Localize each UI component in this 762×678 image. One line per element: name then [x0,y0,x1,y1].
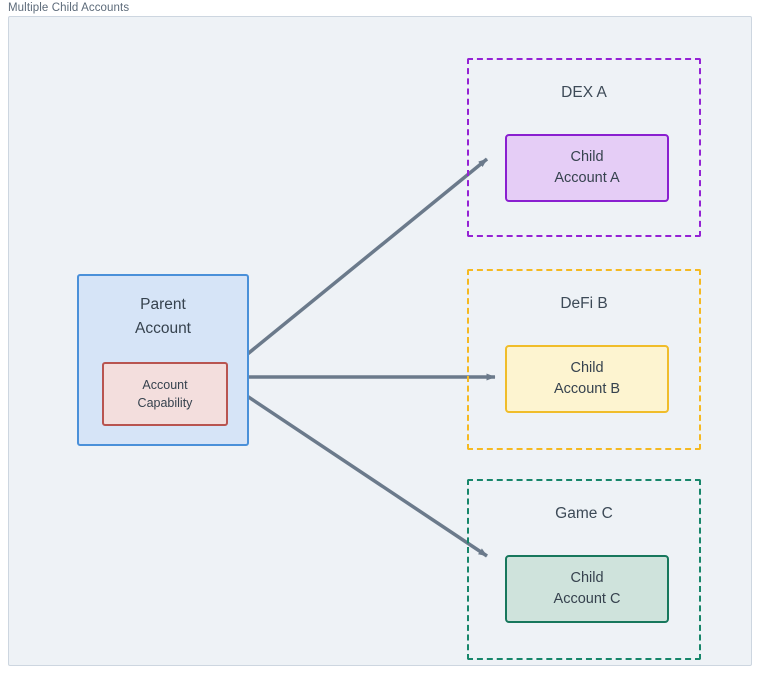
group-dex-a-label: DEX A [561,84,607,101]
parent-account-box[interactable]: Parent Account Account Capability [77,274,249,446]
connector-to-child-account-c [222,378,488,558]
group-dex-a[interactable]: DEX A Child Account A [467,58,701,237]
parent-account-label: Parent Account [134,296,191,337]
child-account-a-box[interactable]: Child Account A [505,134,669,202]
child-account-c-label: Child Account C [553,570,621,607]
child-account-b-label: Child Account B [553,360,621,397]
group-defi-b[interactable]: DeFi B Child Account B [467,269,701,450]
connector-to-child-account-a [221,157,489,376]
account-capability-label: Account Capability [137,378,193,410]
group-game-c-label: Game C [555,505,613,522]
child-account-b-box[interactable]: Child Account B [505,345,669,413]
group-defi-b-label: DeFi B [560,295,608,312]
group-game-c[interactable]: Game C Child Account C [467,479,701,660]
diagram-title: Multiple Child Accounts [8,2,130,14]
account-capability-box[interactable]: Account Capability [102,362,228,426]
child-account-c-box[interactable]: Child Account C [505,555,669,623]
diagram-canvas: Parent Account Account Capability DEX A … [8,16,752,666]
child-account-a-label: Child Account A [554,149,620,186]
